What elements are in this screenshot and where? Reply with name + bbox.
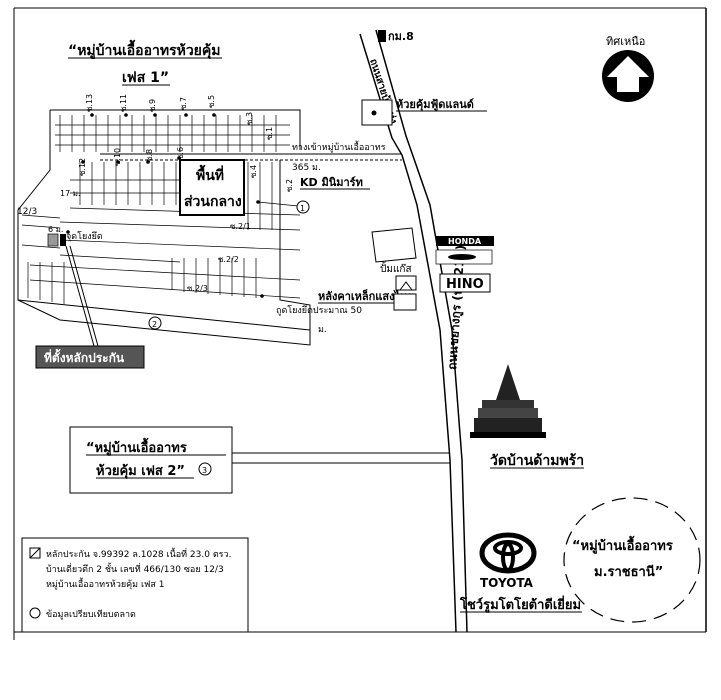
soi-2-2: ซ.2/2 [218, 255, 239, 264]
hino-label: HINO [446, 277, 484, 292]
central-area-line2: ส่วนกลาง [184, 194, 242, 210]
phase1-title-line2: เฟส 1” [122, 70, 169, 86]
phase1-south-road [17, 299, 311, 331]
lot-grid-south [21, 214, 257, 304]
rajathani-circle [563, 497, 701, 623]
house-icon [395, 275, 417, 291]
toyota-label: TOYOTA [480, 576, 534, 590]
rajathani-line1: “หมู่บ้านเอื้ออาทร [572, 535, 673, 554]
soi-12-3: 12/3 [17, 207, 37, 217]
rajathani-line2: ม.ราชธานี” [594, 564, 663, 580]
km-marker: กม.8 [388, 30, 414, 43]
road-212-edge-right [375, 29, 468, 633]
honda-label: HONDA [448, 237, 482, 246]
legend-line1: หลักประกัน จ.99392 ล.1028 เนื้อที่ 23.0 … [46, 547, 231, 560]
collateral-label-box [35, 345, 145, 369]
temple-icon [470, 364, 546, 438]
entrance-label: ทางเข้าหมู่บ้านเอื้ออาทร [292, 140, 386, 153]
soi-4: ซ.4 [249, 165, 258, 178]
soi-10: ซ.10 [113, 148, 122, 166]
phase2-box [69, 426, 233, 494]
phase2-line1: “หมู่บ้านเอื้ออาทร [86, 437, 187, 456]
steel-roof-building [393, 293, 417, 311]
lot-grid-north [55, 115, 290, 152]
north-arrow-icon [602, 50, 654, 102]
market-marker-2: 2 [148, 316, 162, 330]
phase2-line2: ห้วยคุ้ม เฟส 2” [96, 463, 185, 479]
kd-minimart-label: KD มินิมาร์ท [300, 176, 363, 189]
legend-hatch-line [29, 547, 41, 559]
foodland-dot [371, 110, 377, 116]
soi-6: ซ.6 [176, 147, 185, 160]
steel-roof-label: หลังคาเหล็กแสงไทย [318, 289, 414, 303]
soi-7: ซ.7 [179, 97, 188, 110]
soi-9: ซ.9 [148, 99, 157, 112]
soi-12: ซ.12 [78, 158, 87, 176]
soi-1: ซ.1 [265, 127, 274, 140]
toyota-logo-icon [479, 532, 537, 574]
honda-sign [436, 236, 494, 246]
svg-text:1: 1 [300, 204, 305, 213]
foodland-building [361, 99, 393, 126]
legend-hatch-icon [29, 547, 41, 559]
legend-market-icon [29, 607, 41, 619]
phase1-title-line1: “หมู่บ้านเอื้ออาทรห้วยคุ้ม [68, 39, 220, 59]
legend-box [21, 537, 249, 633]
distance-365: 365 ม. [292, 163, 321, 173]
gas-label: ปั้มแก๊ส [380, 261, 412, 275]
collateral-pointer [65, 245, 95, 347]
road-212-edge-left [359, 33, 457, 633]
collateral-label: ที่ตั้งหลักประกัน [44, 348, 125, 365]
soi-13: ซ.13 [85, 94, 94, 112]
soi-2: ซ.2 [285, 179, 294, 192]
seventeen-m-label: 17 ม. [60, 189, 81, 198]
svg-text:2: 2 [152, 320, 157, 329]
legend-line3: หมู่บ้านเอื้ออาทรห้วยคุ้ม เฟส 1 [46, 577, 165, 590]
subject-property-lot [47, 233, 59, 247]
foodland-label: ห้วยคุ้มฟู้ดแลนด์ [396, 98, 474, 112]
soi-8: ซ.8 [145, 149, 154, 162]
collateral-pointer-2 [69, 245, 99, 347]
phase1-boundary [17, 110, 311, 346]
north-label: ทิศเหนือ [606, 35, 645, 48]
market-marker-3-label: 3 [202, 466, 207, 475]
distance-50-label: ถูดโยงยึดประมาณ 50 [276, 305, 362, 316]
toyota-showroom-label: โชว์รูมโตโยต้าดีเยี่ยม [459, 595, 581, 613]
soi-2-3: ซ.2/3 [187, 284, 208, 293]
anchor-label: จุดโยงยึด [66, 231, 103, 242]
phase1-top-boundary [50, 109, 301, 150]
soi-3: ซ.3 [245, 112, 254, 125]
subject-property-marker [60, 234, 66, 246]
house-roof-icon [399, 281, 413, 291]
km-post-icon [378, 30, 386, 42]
temple-label: วัดบ้านด้ามพร้า [490, 453, 584, 469]
six-m-label: 6 ม. [48, 225, 63, 234]
market-marker-3 [198, 462, 212, 476]
legend-line2: บ้านเดี่ยวตึก 2 ชั้น เลขที่ 466/130 ซอย … [46, 562, 224, 575]
central-area-line1: พื้นที่ [196, 164, 224, 184]
gas-station-building [371, 227, 417, 263]
legend-line4: ข้อมูลเปรียบเทียบตลาด [46, 609, 136, 620]
central-area-box [179, 159, 245, 216]
soi-2-1: ซ.2/1 [230, 222, 251, 231]
car-icon [448, 254, 476, 260]
market-marker-1: 1 [257, 200, 310, 214]
hino-box [439, 273, 491, 293]
lot-grid-middle [29, 162, 301, 299]
soi-5: ซ.5 [207, 95, 216, 108]
soi-11: ซ.11 [119, 94, 128, 112]
distance-50-unit: ม. [318, 325, 327, 335]
